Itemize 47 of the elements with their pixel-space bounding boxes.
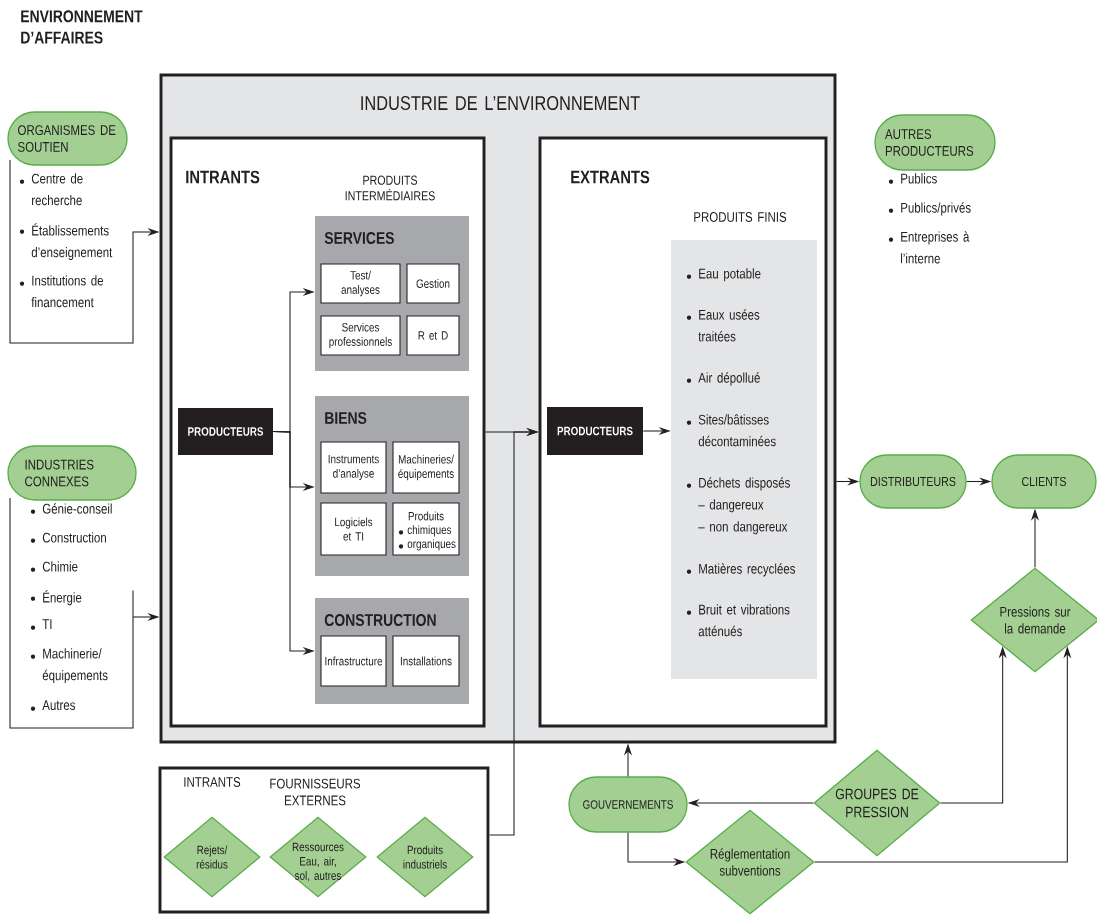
node-label: PRODUITS FINIS bbox=[694, 212, 787, 222]
product-list-panel: PRODUITS FINIS Eau potable Eaux usées traitées Air dépollué Sites/bâtisses décontaminées Déchets disposés – dangereux – non dangereux Matières recyclées Bruit et vibrations atténués bbox=[671, 212, 817, 679]
list-item: Autres bbox=[30, 700, 76, 711]
list-item: Institutions de financement bbox=[19, 275, 104, 308]
actor-pill: INDUSTRIES CONNEXES bbox=[7, 445, 137, 501]
list-item: Eaux usées traitées bbox=[686, 309, 760, 342]
product-box: Test/ analyses bbox=[320, 263, 401, 304]
list-item: Énergie bbox=[30, 590, 82, 606]
actor-pill: CLIENTS bbox=[991, 454, 1097, 509]
bullet-list-box bbox=[9, 497, 134, 729]
list-item: – non dangereux bbox=[698, 521, 788, 535]
product-box: Infrastructure bbox=[320, 635, 387, 687]
list-item: Centre de recherche bbox=[19, 173, 83, 206]
actor-pill: AUTRES PRODUCTEURS Publics Publics/privés Entreprises à l’interne bbox=[874, 114, 996, 264]
actor-pill: ORGANISMES DE SOUTIEN bbox=[7, 111, 128, 166]
list-item: chimiques bbox=[398, 525, 452, 537]
list-item: Chimie bbox=[30, 561, 78, 572]
list-item: Bruit et vibrations atténués bbox=[686, 604, 790, 637]
product-box: R et D bbox=[406, 315, 460, 356]
producer-box: PRODUCTEURS bbox=[547, 407, 643, 455]
list-item: Construction bbox=[30, 532, 106, 543]
product-box: Machineries/ équipements bbox=[392, 441, 460, 494]
product-box: Instruments d’analyse bbox=[320, 441, 387, 494]
product-box: Gestion bbox=[406, 263, 460, 304]
actor-pill: DISTRIBUTEURS bbox=[859, 454, 967, 509]
list-item: Génie-conseil bbox=[30, 503, 112, 514]
product-box: Produits chimiques organiques bbox=[392, 502, 460, 556]
list-item: Matières recyclées bbox=[686, 563, 795, 577]
list-item: Eau potable bbox=[686, 268, 761, 282]
list-item: Publics bbox=[888, 173, 937, 184]
page-title: ENVIRONNEMENT D’AFFAIRES bbox=[21, 10, 143, 44]
bullet-list-box bbox=[9, 159, 134, 344]
list-item: TI bbox=[30, 619, 52, 630]
list-item: Sites/bâtisses décontaminées bbox=[686, 414, 776, 447]
list-item: Air dépollué bbox=[686, 372, 760, 386]
list-item: – dangereux bbox=[698, 499, 764, 513]
list-item: Entreprises à l’interne bbox=[888, 231, 970, 264]
list-item: Établissements d’enseignement bbox=[19, 223, 113, 260]
product-box: Services professionnels bbox=[320, 315, 401, 356]
list-item: Machinerie/ équipements bbox=[30, 648, 108, 683]
actor-pill: GOUVERNEMENTS bbox=[568, 776, 688, 833]
product-box: Logiciels et TI bbox=[320, 502, 387, 556]
list-item: Déchets disposés bbox=[686, 477, 790, 491]
product-box: Installations bbox=[392, 635, 460, 687]
list-item: Publics/privés bbox=[888, 202, 971, 216]
list-item: organiques bbox=[398, 539, 456, 551]
producer-box: PRODUCTEURS bbox=[178, 408, 273, 455]
